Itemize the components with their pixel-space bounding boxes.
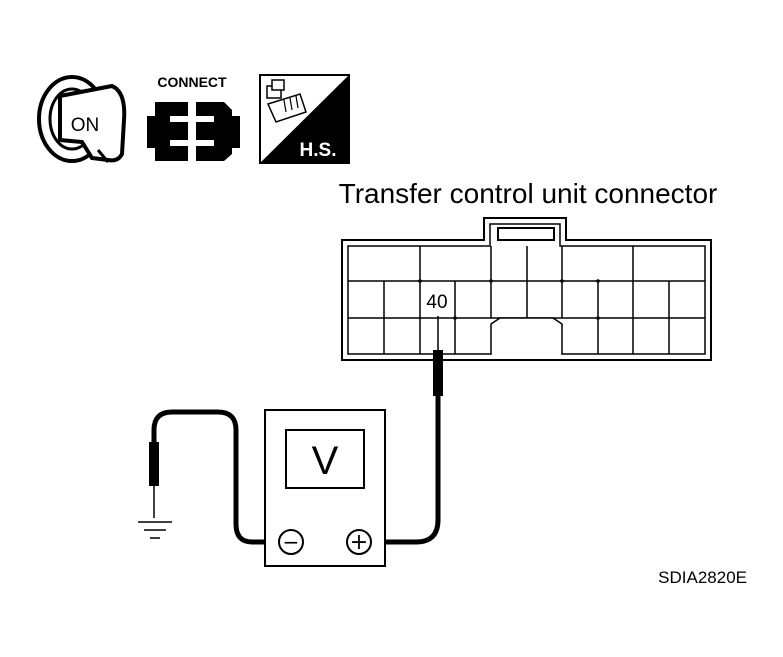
negative-probe xyxy=(149,409,290,545)
positive-sign: + xyxy=(350,530,368,555)
transfer-control-unit-connector: 40 xyxy=(341,217,712,361)
ignition-on-label: ON xyxy=(71,115,100,136)
negative-terminal-icon: − xyxy=(278,529,304,555)
connect-label: CONNECT xyxy=(157,74,227,90)
connector-title: Transfer control unit connector xyxy=(339,178,718,209)
diagram-id: SDIA2820E xyxy=(658,568,747,587)
harness-side-icon: H.S. xyxy=(259,74,350,164)
voltmeter-symbol: V xyxy=(312,439,339,483)
ground-icon xyxy=(138,521,172,539)
positive-probe xyxy=(366,316,443,545)
terminal-40-label: 40 xyxy=(426,292,447,313)
voltmeter: V − + xyxy=(264,409,386,567)
connect-icon: CONNECT xyxy=(147,74,240,161)
positive-terminal-icon: + xyxy=(346,529,372,555)
negative-sign: − xyxy=(283,530,300,554)
harness-label: H.S. xyxy=(300,140,337,161)
ignition-key-icon: ON xyxy=(37,75,127,163)
